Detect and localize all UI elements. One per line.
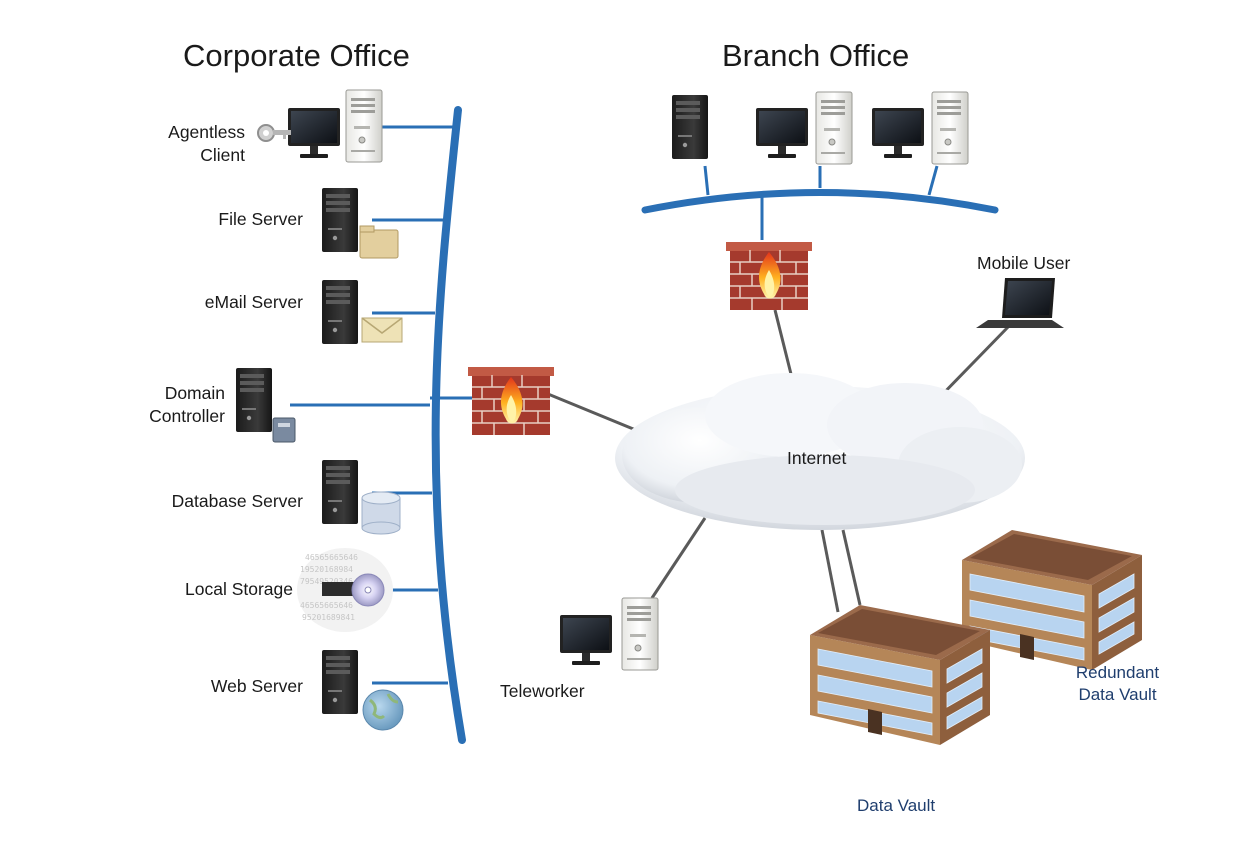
domain-controller-label-line2: Controller <box>149 406 225 426</box>
domain-controller-label-line1: Domain <box>164 383 225 403</box>
data-vault-label: Data Vault <box>857 796 936 815</box>
database-icon <box>361 491 401 535</box>
web-server-icon <box>322 650 404 731</box>
svg-text:19520168984: 19520168984 <box>300 565 353 574</box>
agentless-client-label-line1: Agentless <box>168 122 245 142</box>
branch-office-title: Branch Office <box>722 38 910 73</box>
branch-computer-2-icon <box>756 91 853 165</box>
svg-text:95201689841: 95201689841 <box>302 613 355 622</box>
redundant-data-vault-label: Redundant Data Vault <box>1060 662 1175 706</box>
file-server-label: File Server <box>218 209 303 229</box>
svg-text:46565665646: 46565665646 <box>305 553 358 562</box>
laptop-icon <box>976 278 1064 328</box>
key-icon <box>257 124 291 142</box>
svg-text:46565665646: 46565665646 <box>300 601 353 610</box>
svg-text:79549520346: 79549520346 <box>300 577 353 586</box>
device-icon <box>272 417 296 443</box>
agentless-client-label: Agentless Client <box>120 121 245 167</box>
local-storage-label: Local Storage <box>185 579 293 599</box>
file-server-icon <box>322 188 399 259</box>
agentless-client-label-line2: Client <box>200 145 245 165</box>
email-server-icon <box>322 280 403 344</box>
agentless-client-icon <box>257 89 383 163</box>
branch-computer-1-icon <box>672 95 708 159</box>
corporate-firewall-icon <box>467 366 555 436</box>
envelope-icon <box>361 317 403 343</box>
email-server-label: eMail Server <box>204 292 303 312</box>
branch-backbone <box>641 189 999 214</box>
corporate-office-title: Corporate Office <box>183 38 410 73</box>
database-server-label: Database Server <box>171 491 303 511</box>
folder-icon <box>359 225 399 259</box>
local-storage-icon: 46565665646 19520168984 79549520346 4656… <box>297 548 393 632</box>
internet-cloud <box>615 373 1025 530</box>
branch-links <box>703 165 939 240</box>
branch-firewall-icon <box>725 241 813 311</box>
globe-icon <box>362 689 404 731</box>
database-server-icon <box>322 460 401 535</box>
teleworker-label: Teleworker <box>500 681 585 701</box>
internet-label: Internet <box>787 448 847 468</box>
corporate-backbone <box>431 106 466 744</box>
branch-computer-3-icon <box>872 91 969 165</box>
redundant-data-vault-label-line2: Data Vault <box>1078 685 1157 704</box>
mobile-user-label: Mobile User <box>977 253 1071 273</box>
domain-controller-label: Domain Controller <box>110 382 225 428</box>
redundant-data-vault-label-line1: Redundant <box>1075 663 1160 682</box>
domain-controller-icon <box>236 368 296 443</box>
teleworker-computer-icon <box>560 597 659 671</box>
web-server-label: Web Server <box>210 676 303 696</box>
data-vault-icon <box>809 604 991 746</box>
